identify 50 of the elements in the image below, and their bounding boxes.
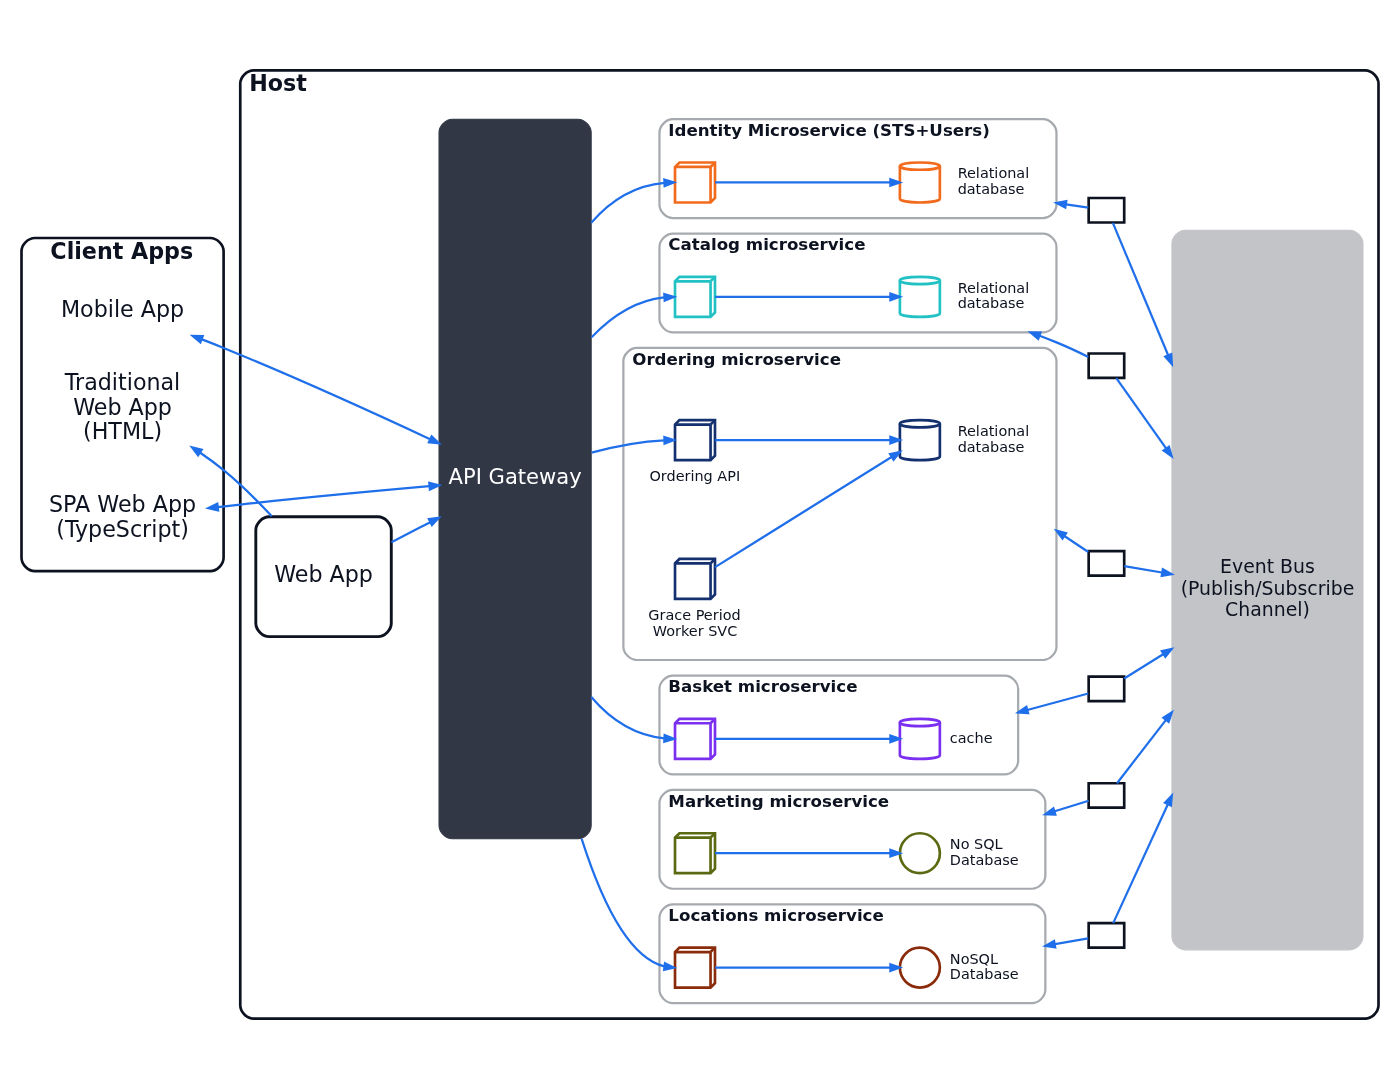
arrow bbox=[1014, 691, 1089, 714]
node-envelope bbox=[1087, 549, 1126, 577]
node-envelope bbox=[1087, 921, 1126, 949]
arrow bbox=[1111, 221, 1174, 367]
arrow bbox=[1124, 564, 1175, 577]
node-globe bbox=[898, 831, 942, 875]
arrow bbox=[1053, 199, 1089, 209]
arrow bbox=[1027, 330, 1089, 358]
node-label: NoSQL Database bbox=[949, 950, 1019, 982]
arrow bbox=[715, 847, 904, 858]
node-text: Traditional Web App (HTML) bbox=[64, 368, 181, 444]
node-envelope bbox=[1087, 196, 1126, 224]
node-label: Ordering API bbox=[649, 467, 741, 484]
arrow bbox=[1112, 792, 1174, 924]
node-text: Mobile App bbox=[60, 295, 185, 322]
node-text: SPA Web App (TypeScript) bbox=[49, 490, 197, 542]
arrow bbox=[715, 733, 904, 744]
arrow bbox=[204, 480, 443, 512]
node-envelope bbox=[1087, 351, 1126, 379]
node-label: cache bbox=[949, 729, 993, 746]
arrow bbox=[390, 515, 442, 543]
arrow bbox=[591, 435, 678, 454]
arrow bbox=[1115, 376, 1174, 459]
arrow bbox=[1042, 936, 1089, 949]
arrow bbox=[590, 695, 678, 743]
node-box: Event Bus (Publish/Subscribe Channel) bbox=[1171, 229, 1364, 950]
node-box: Web App bbox=[254, 514, 393, 638]
arrow bbox=[590, 177, 678, 224]
node-envelope bbox=[1087, 674, 1126, 702]
arrow bbox=[714, 449, 903, 568]
arrow bbox=[715, 434, 904, 445]
arrow bbox=[1123, 646, 1175, 679]
node-label: No SQL Database bbox=[949, 835, 1019, 868]
arrow bbox=[715, 177, 904, 187]
arrow bbox=[1116, 709, 1174, 784]
node-label: Relational database bbox=[957, 422, 1030, 455]
arrow bbox=[189, 334, 442, 445]
node-label: Relational database bbox=[957, 279, 1030, 311]
node-box: API Gateway bbox=[438, 118, 592, 839]
arrow bbox=[580, 838, 678, 971]
arrow bbox=[189, 444, 273, 517]
arrow bbox=[715, 962, 904, 972]
node-globe bbox=[898, 945, 942, 989]
node-label: Grace Period Worker SVC bbox=[648, 606, 741, 639]
arrow bbox=[590, 292, 678, 338]
node-envelope bbox=[1087, 781, 1126, 809]
arrow bbox=[1053, 528, 1089, 553]
node-label: Relational database bbox=[957, 164, 1030, 197]
arrow bbox=[715, 291, 904, 302]
arrow bbox=[1042, 799, 1089, 816]
